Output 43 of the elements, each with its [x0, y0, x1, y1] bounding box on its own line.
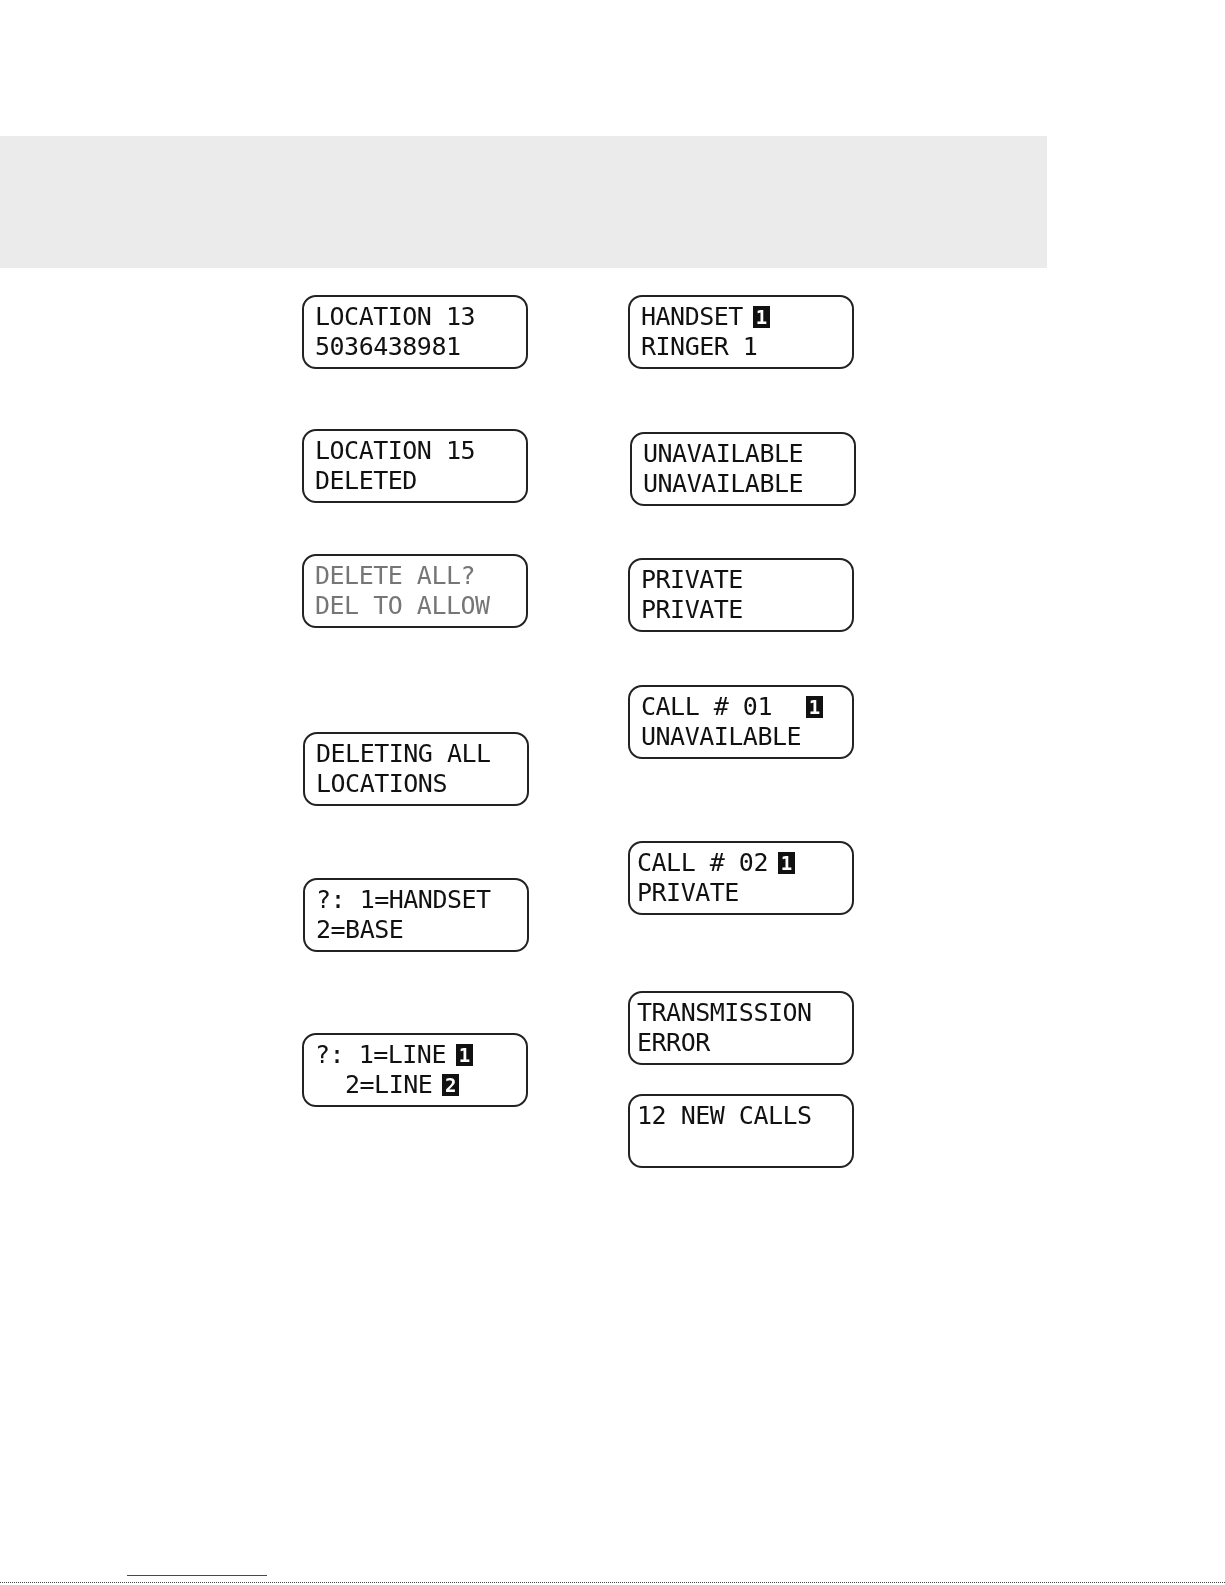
line-number-indicator: 1 [777, 852, 795, 874]
line-number-indicator: 2 [442, 1074, 460, 1096]
display-text-line: 2=LINE [345, 1070, 433, 1100]
lcd-display-screen [628, 1094, 854, 1168]
lcd-display-screen [628, 841, 854, 915]
lcd-display-screen [303, 878, 529, 952]
lcd-display-screen [630, 432, 856, 506]
lcd-display-screen [303, 732, 529, 806]
display-text-line: PRIVATE [637, 878, 739, 908]
line-number-indicator: 1 [752, 306, 770, 328]
display-text-line: 2=BASE [316, 915, 404, 945]
display-text-line: ?: 1=HANDSET [316, 885, 491, 915]
display-text-line: LOCATIONS [316, 769, 447, 799]
display-text-line: PRIVATE [641, 595, 743, 625]
display-text-line: DELETING ALL [316, 739, 491, 769]
lcd-display-screen [302, 295, 528, 369]
lcd-display-screen [302, 429, 528, 503]
lcd-display-screen [628, 558, 854, 632]
lcd-display-screen [628, 991, 854, 1065]
display-text-line: PRIVATE [641, 565, 743, 595]
display-text-line: RINGER 1 [641, 332, 758, 362]
lcd-display-screen [628, 685, 854, 759]
display-text-line: HANDSET [641, 302, 743, 332]
display-text-line: ?: 1=LINE [315, 1040, 446, 1070]
display-text-line: DELETED [315, 466, 417, 496]
lcd-display-screen [628, 295, 854, 369]
display-text-line: TRANSMISSION [637, 998, 812, 1028]
lcd-display-screen [302, 1033, 528, 1107]
display-text-line: DEL TO ALLOW [315, 591, 490, 621]
display-text-line: LOCATION 15 [315, 436, 476, 466]
display-text-line: LOCATION 13 [315, 302, 476, 332]
display-text-line: UNAVAILABLE [643, 469, 804, 499]
display-text-line: UNAVAILABLE [641, 722, 802, 752]
lcd-display-screen [302, 554, 528, 628]
line-number-indicator: 1 [455, 1044, 473, 1066]
display-text-line: UNAVAILABLE [643, 439, 804, 469]
display-text-line: ERROR [637, 1028, 710, 1058]
display-text-line: 5036438981 [315, 332, 461, 362]
display-text-line: DELETE ALL? [315, 561, 476, 591]
line-number-indicator: 1 [805, 696, 823, 718]
display-text-line: CALL # 01 [641, 692, 772, 722]
display-text-line: 12 NEW CALLS [637, 1101, 812, 1131]
display-text-line: CALL # 02 [637, 848, 768, 878]
